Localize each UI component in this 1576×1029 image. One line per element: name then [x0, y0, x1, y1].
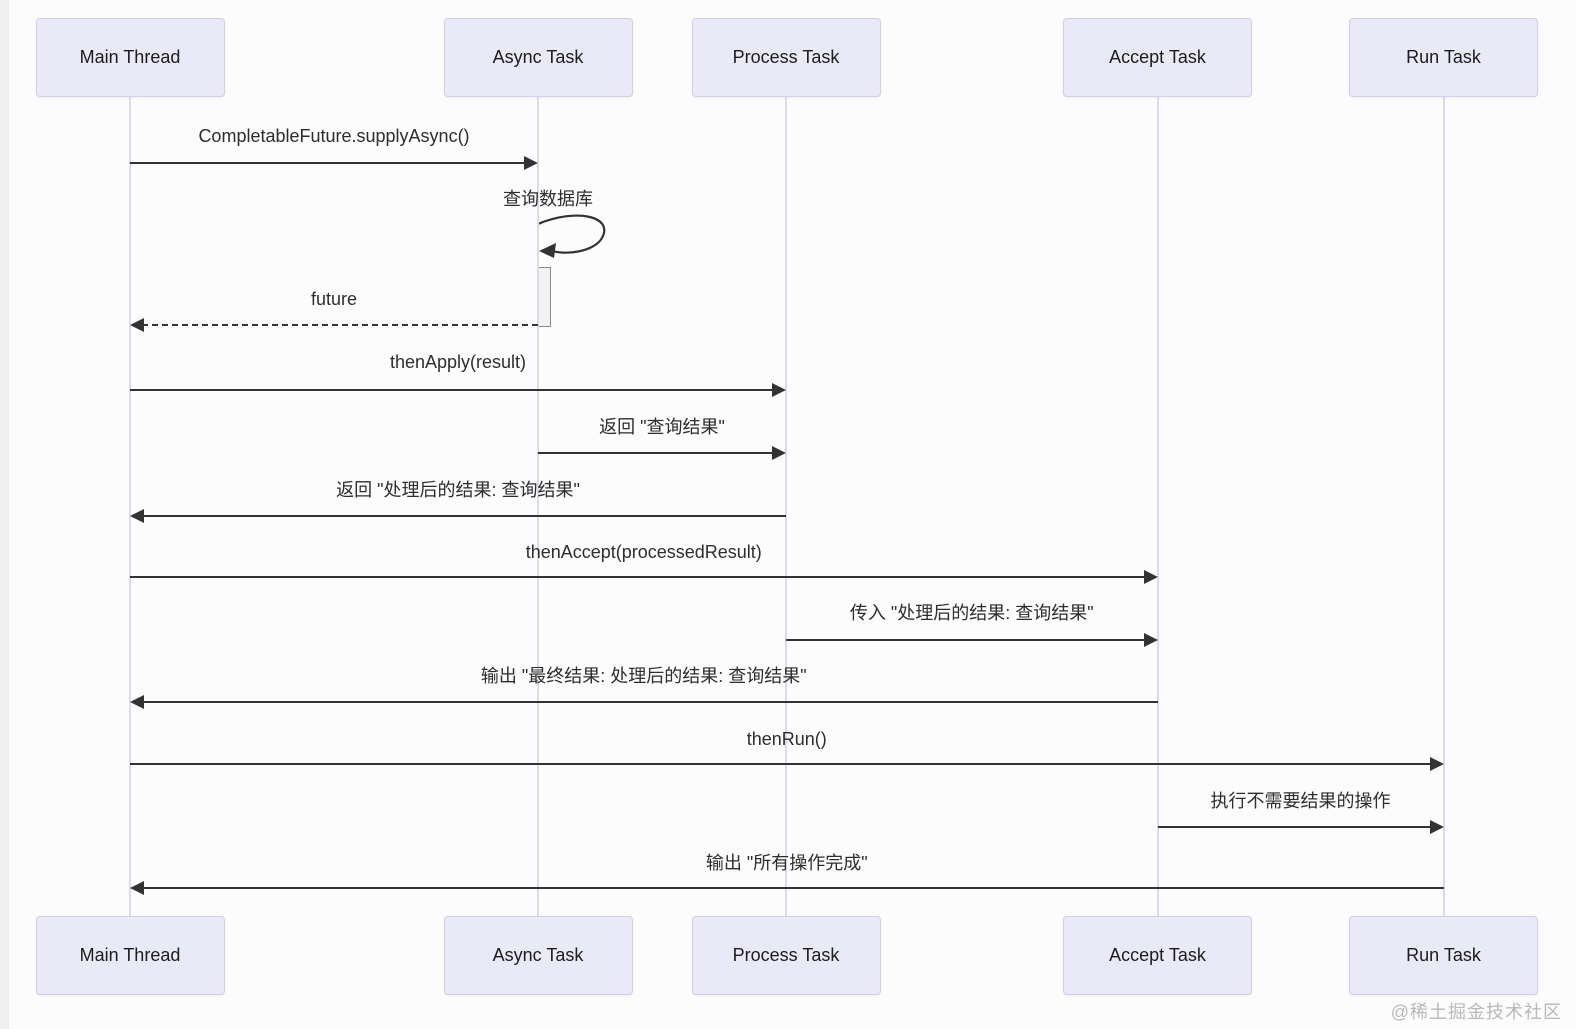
message-arrowhead-icon	[1143, 570, 1158, 584]
participant-label: Process Task	[732, 945, 840, 965]
message-arrowhead-icon	[772, 446, 786, 460]
message-arrowhead-icon	[130, 881, 144, 895]
participant-accept-bottom: Accept Task	[1063, 916, 1252, 995]
page-edge-strip	[0, 0, 9, 1029]
lifeline-accept	[1156, 97, 1159, 916]
message-arrow	[130, 389, 774, 391]
message-arrowhead-icon	[130, 318, 144, 332]
message-arrow	[130, 162, 526, 164]
watermark: @稀土掘金技术社区	[1390, 1002, 1562, 1022]
message-label: 输出 "所有操作完成"	[705, 853, 868, 874]
participant-async-bottom: Async Task	[443, 916, 633, 995]
message-arrowhead-icon	[772, 383, 786, 397]
message-arrowhead-icon	[130, 695, 144, 709]
lifeline-process	[785, 97, 787, 916]
message-arrowhead-icon	[130, 509, 144, 523]
participant-process-top: Process Task	[691, 18, 881, 97]
participant-label: Accept Task	[1109, 47, 1206, 67]
message-arrow	[1157, 826, 1432, 828]
participant-main-bottom: Main Thread	[35, 916, 225, 995]
participant-label: Process Task	[732, 47, 840, 67]
message-label: thenAccept(processedResult)	[525, 542, 762, 563]
lifeline-main	[129, 97, 131, 916]
participant-label: Run Task	[1406, 47, 1481, 67]
message-label: 返回 "查询结果"	[599, 417, 725, 438]
lifeline-run	[1442, 97, 1445, 916]
message-arrow	[142, 324, 538, 326]
message-arrow	[786, 639, 1146, 641]
message-arrow	[130, 576, 1146, 578]
message-arrowhead-icon	[1429, 757, 1444, 771]
message-label: thenApply(result)	[389, 352, 527, 373]
message-arrowhead-icon	[1429, 820, 1444, 834]
participant-process-bottom: Process Task	[691, 916, 881, 995]
message-label: thenRun()	[746, 729, 827, 750]
self-loop-arrow	[536, 214, 606, 258]
message-arrowhead-icon	[1143, 633, 1158, 647]
message-label: future	[310, 289, 358, 310]
participant-run-bottom: Run Task	[1349, 916, 1538, 995]
participant-accept-top: Accept Task	[1063, 18, 1252, 97]
lifeline-async	[537, 97, 539, 916]
message-arrowhead-icon	[524, 156, 538, 170]
message-label: 执行不需要结果的操作	[1210, 791, 1391, 812]
message-arrow	[538, 452, 774, 454]
activation-bar	[538, 267, 551, 327]
message-arrow	[142, 515, 786, 517]
message-label: CompletableFuture.supplyAsync()	[198, 126, 470, 147]
participant-label: Run Task	[1406, 945, 1481, 965]
message-arrow	[142, 701, 1158, 703]
message-arrow	[142, 887, 1444, 889]
participant-label: Main Thread	[79, 945, 181, 965]
participant-label: Accept Task	[1109, 945, 1206, 965]
participant-label: Async Task	[492, 47, 584, 67]
participant-run-top: Run Task	[1349, 18, 1538, 97]
participant-label: Async Task	[492, 945, 584, 965]
message-label: 返回 "处理后的结果: 查询结果"	[336, 480, 580, 501]
participant-main-top: Main Thread	[35, 18, 225, 97]
message-label: 输出 "最终结果: 处理后的结果: 查询结果"	[480, 666, 807, 687]
participant-async-top: Async Task	[443, 18, 633, 97]
message-label: 查询数据库	[503, 189, 593, 210]
message-label: 传入 "处理后的结果: 查询结果"	[849, 603, 1094, 624]
message-arrow	[130, 763, 1432, 765]
participant-label: Main Thread	[79, 47, 181, 67]
